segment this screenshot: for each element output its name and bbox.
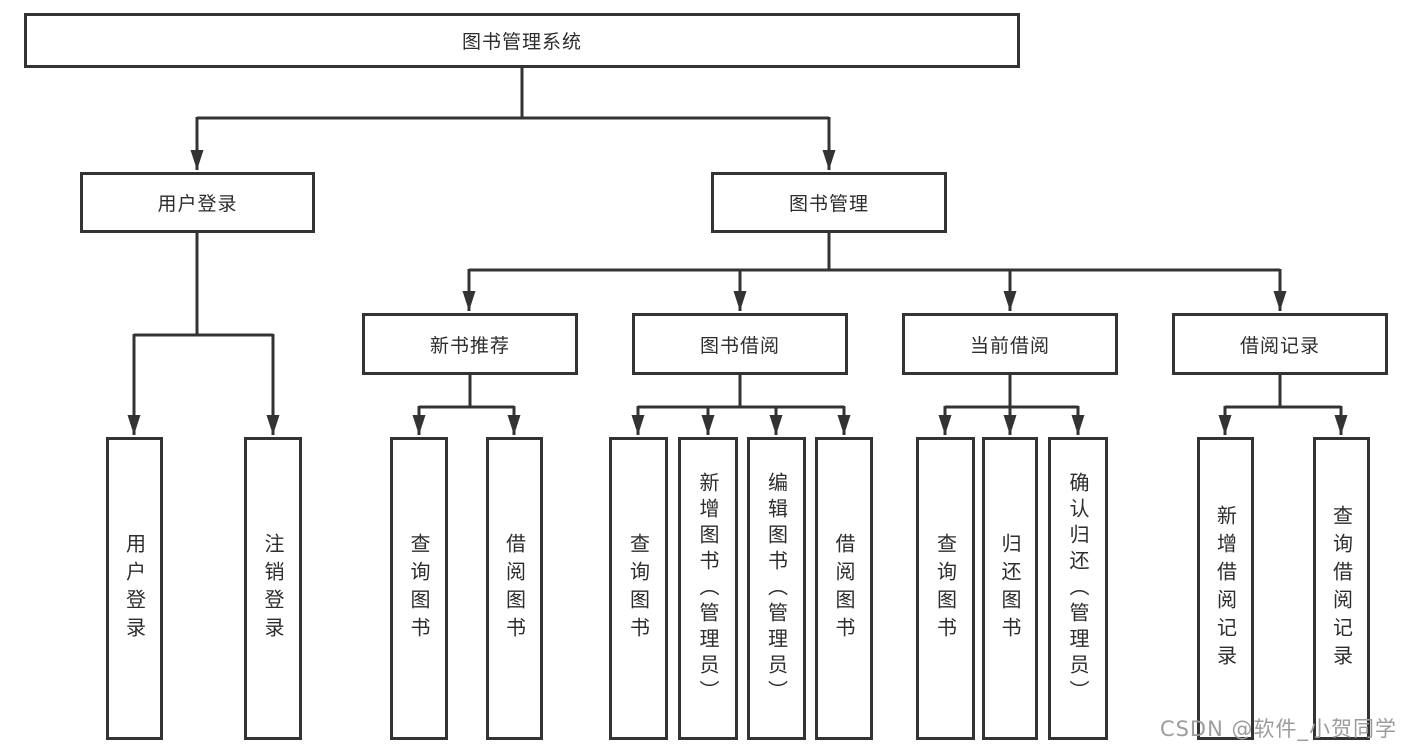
node-leaf-add-book-admin-label: 新增图书（管理员） [696,471,720,706]
node-library-system: 图书管理系统 [24,13,1020,68]
node-leaf-confirm-return-admin-label: 确认归还（管理员） [1066,471,1090,706]
node-current-borrow-label: 当前借阅 [969,334,1050,357]
node-leaf-user-login: 用户登录 [106,437,163,740]
node-leaf-add-borrow-record-label: 新增借阅记录 [1213,504,1238,673]
node-new-book-recommend: 新书推荐 [362,313,578,375]
node-book-borrow: 图书借阅 [632,313,848,375]
node-leaf-logout-label: 注销登录 [261,532,285,645]
node-library-system-label: 图书管理系统 [461,31,582,53]
node-leaf-logout: 注销登录 [244,437,302,740]
node-leaf-query-books-borrow-label: 查询图书 [626,532,651,645]
node-leaf-return-book-label: 归还图书 [998,532,1022,645]
node-leaf-add-borrow-record: 新增借阅记录 [1197,437,1254,740]
node-leaf-confirm-return-admin: 确认归还（管理员） [1048,437,1108,740]
node-leaf-query-borrow-record-label: 查询借阅记录 [1329,504,1354,673]
node-borrow-records: 借阅记录 [1172,313,1388,375]
node-leaf-borrow-books-borrow-label: 借阅图书 [832,532,856,645]
node-leaf-query-books-recommend-label: 查询图书 [407,532,431,645]
node-book-management-label: 图书管理 [788,193,869,215]
node-user-login-label: 用户登录 [157,193,238,215]
node-leaf-user-login-label: 用户登录 [122,532,147,645]
node-book-borrow-label: 图书借阅 [699,334,780,357]
node-leaf-query-books-current: 查询图书 [916,437,975,740]
node-leaf-edit-book-admin-label: 编辑图书（管理员） [764,471,789,706]
node-new-book-recommend-label: 新书推荐 [429,334,510,357]
node-current-borrow: 当前借阅 [902,313,1118,375]
node-leaf-query-books-current-label: 查询图书 [933,532,958,645]
node-leaf-borrow-books-borrow: 借阅图书 [815,437,873,740]
csdn-watermark: CSDN @软件_小贺同学 [1159,717,1397,741]
node-leaf-return-book: 归还图书 [982,437,1038,740]
node-leaf-query-borrow-record: 查询借阅记录 [1313,437,1370,740]
node-leaf-borrow-books-recommend: 借阅图书 [486,437,543,740]
node-leaf-borrow-books-recommend-label: 借阅图书 [502,532,527,645]
node-leaf-edit-book-admin: 编辑图书（管理员） [747,437,806,740]
node-leaf-query-books-recommend: 查询图书 [390,437,448,740]
node-user-login: 用户登录 [80,172,315,233]
node-borrow-records-label: 借阅记录 [1239,334,1320,357]
node-leaf-add-book-admin: 新增图书（管理员） [678,437,738,740]
node-book-management: 图书管理 [711,172,947,233]
node-leaf-query-books-borrow: 查询图书 [609,437,668,740]
